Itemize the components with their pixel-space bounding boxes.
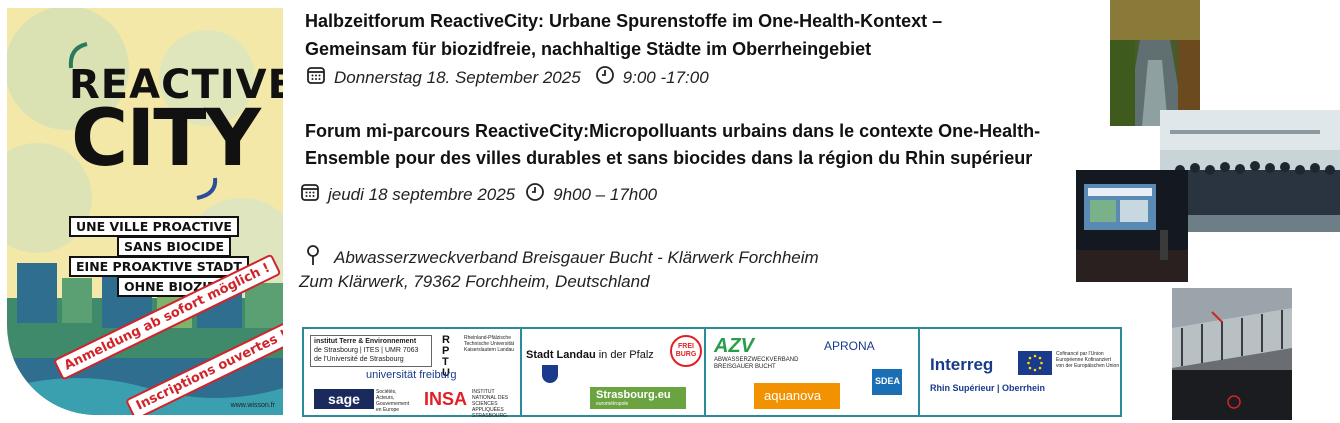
interreg-region: Rhin Supérieur | Oberrhein	[930, 383, 1046, 393]
ites-logo: institut Terre & Environnement de Strasb…	[310, 335, 432, 367]
location-line1: Abwasserzweckverband Breisgauer Bucht - …	[334, 247, 819, 267]
event-date-fr: jeudi 18 septembre 2025	[328, 184, 516, 204]
azv-logo: AZV	[714, 335, 754, 357]
freiburg-logo: universität freiburg	[366, 369, 457, 381]
event-title-fr-line1: Forum mi-parcours ReactiveCity:Micropoll…	[305, 121, 1041, 141]
event-time-fr: 9h00 – 17h00	[553, 184, 658, 204]
poster-logo-top: REACTIVE	[69, 62, 283, 108]
photo-bridge	[1172, 288, 1292, 420]
poster-logo-bottom: CITY	[71, 94, 261, 184]
rptu-desc: Rheinland-Pfälzische Technische Universi…	[464, 335, 515, 353]
insa-logo: INSA	[424, 389, 468, 409]
clock-icon	[525, 182, 545, 207]
event-title-de-line2: Gemeinsam für biozidfreie, nachhaltige S…	[305, 39, 872, 59]
landau-logo: Stadt Landau in der Pfalz	[526, 349, 654, 361]
sage-desc: Sociétés, Acteurs, Gouvernement en Europ…	[376, 389, 410, 413]
photo-conference	[1076, 170, 1188, 282]
sage-logo: sage	[314, 389, 374, 409]
clock-icon	[595, 65, 615, 90]
partners-cities: Stadt Landau in der Pfalz FREI BURG Stra…	[522, 329, 706, 415]
sdea-logo: SDEA	[872, 369, 902, 395]
eu-cofunding-text: Cofinancé par l'Union Européenne Kofinan…	[1056, 351, 1120, 369]
location-pin-icon	[306, 244, 320, 271]
event-date-de: Donnerstag 18. September 2025	[334, 67, 581, 87]
calendar-icon	[306, 65, 326, 90]
event-datetime-de: Donnerstag 18. September 2025 9:00 -17:0…	[306, 65, 709, 90]
rptu-logo: RPTU	[442, 334, 452, 379]
location-line2: Zum Klärwerk, 79362 Forchheim, Deutschla…	[299, 272, 650, 291]
partners-research: institut Terre & Environnement de Strasb…	[304, 329, 522, 419]
poster-tagline-3: EINE PROAKTIVE STADT	[69, 256, 249, 277]
event-title-fr-line2: Ensemble pour des villes durables et san…	[305, 148, 1033, 168]
partners-interreg: Interreg Cofinancé par l'Union Européenn…	[920, 329, 1120, 415]
interreg-logo: Interreg	[930, 355, 994, 374]
event-datetime-fr: jeudi 18 septembre 2025 9h00 – 17h00	[300, 182, 657, 207]
partner-logos-bar: institut Terre & Environnement de Strasb…	[302, 327, 1122, 419]
landau-crest-icon	[542, 365, 558, 383]
partners-water: AZV ABWASSERZWECKVERBAND BREISGAUER BUCH…	[706, 329, 920, 415]
event-time-de: 9:00 -17:00	[622, 67, 709, 87]
eu-flag-icon	[1018, 351, 1052, 375]
aquanova-logo: aquanova	[754, 383, 840, 409]
poster-tagline-1: UNE VILLE PROACTIVE	[69, 216, 239, 237]
calendar-icon	[300, 182, 320, 207]
poster-tagline-2: SANS BIOCIDE	[117, 236, 232, 257]
freiburg-city-logo: FREI BURG	[670, 335, 702, 367]
aprona-logo: APRONA	[824, 339, 875, 353]
event-poster: REACTIVE CITY UNE VILLE PROACTIVE SANS B…	[7, 8, 283, 415]
event-location: Abwasserzweckverband Breisgauer Bucht - …	[306, 244, 819, 271]
poster-credit: www.wisson.fr	[230, 402, 275, 409]
insa-desc: INSTITUT NATIONAL DES SCIENCES APPLIQUÉE…	[472, 389, 509, 419]
photo-group	[1160, 110, 1340, 232]
strasbourg-logo: Strasbourg.eu eurométropole	[590, 387, 686, 409]
azv-desc: ABWASSERZWECKVERBAND BREISGAUER BUCHT	[714, 357, 799, 370]
event-title-de-line1: Halbzeitforum ReactiveCity: Urbane Spure…	[305, 11, 943, 31]
photo-stream	[1110, 0, 1200, 126]
